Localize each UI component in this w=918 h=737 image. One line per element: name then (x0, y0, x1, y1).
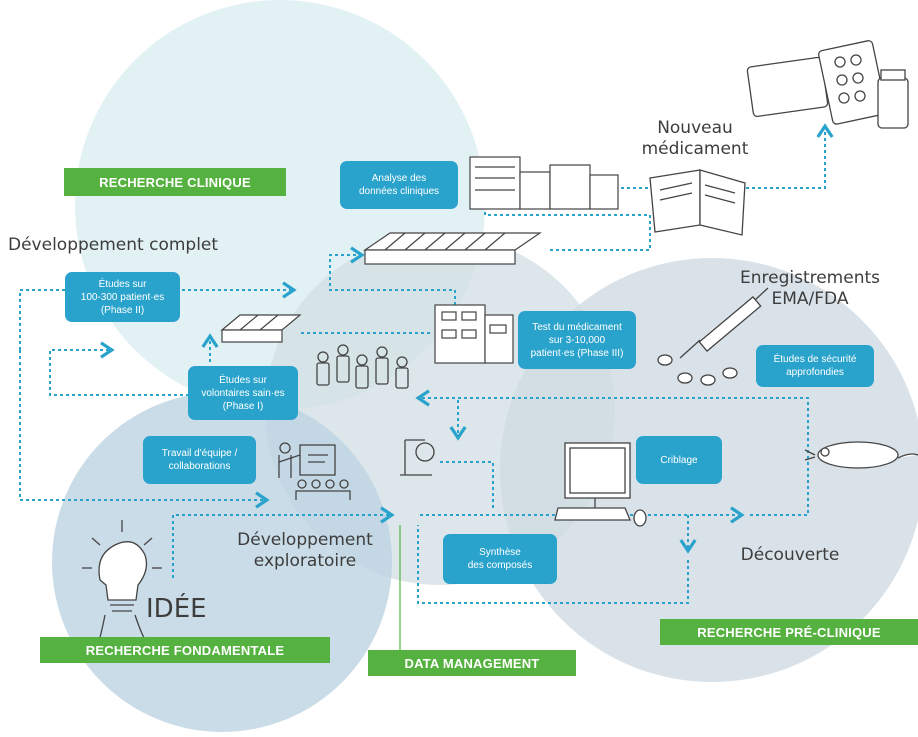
arrow-discovery-to-security (415, 389, 809, 516)
phase-2-box: Études sur 100-300 patient·es (Phase II) (65, 272, 180, 322)
arrow-phase3-up (329, 246, 456, 305)
idea-title: IDÉE (146, 594, 207, 624)
registrations-title: Enregistrements EMA/FDA (739, 268, 881, 309)
data-management-label: DATA MANAGEMENT (368, 650, 576, 676)
preclinical-research-label: RECHERCHE PRÉ-CLINIQUE (660, 619, 918, 645)
hospital-building-icon (469, 156, 619, 210)
full-development-title: Développement complet (8, 235, 219, 255)
open-book-icon (649, 169, 746, 236)
team-presentation-icon (278, 442, 351, 500)
teamwork-box: Travail d'équipe / collaborations (143, 436, 256, 484)
arrow-book-to-pills (740, 123, 834, 189)
safety-studies-box: Études de sécurité approfondies (756, 345, 874, 387)
clinical-data-analysis-box: Analyse des données cliniques (340, 161, 458, 209)
lab-mouse-icon (804, 441, 918, 469)
arrow-ward-to-analysis (484, 200, 651, 251)
clinical-research-label: RECHERCHE CLINIQUE (64, 168, 286, 196)
arrow-idea-to-exploratory (172, 506, 395, 578)
medication-pills-icon (746, 40, 909, 129)
laboratory-flask-icon (400, 439, 435, 476)
flow-arrows (19, 123, 834, 604)
clinic-building-icon (434, 304, 514, 364)
compound-synthesis-box: Synthèse des composés (443, 534, 557, 584)
lightbulb-icon (82, 520, 162, 656)
small-ward-icon (220, 314, 302, 343)
exploratory-development-title: Développement exploratoire (237, 530, 373, 571)
fundamental-research-label: RECHERCHE FONDAMENTALE (40, 637, 330, 663)
arrow-left-loop (19, 289, 265, 350)
volunteers-group-icon (316, 344, 409, 389)
phase-1-box: Études sur volontaires sain·es (Phase I) (188, 366, 298, 420)
hospital-ward-icon (363, 232, 542, 265)
new-drug-title: Nouveau médicament (641, 118, 749, 159)
screening-box: Criblage (636, 436, 722, 484)
discovery-title: Découverte (740, 545, 840, 565)
phase-3-box: Test du médicament sur 3-10,000 patient·… (518, 311, 636, 369)
arrow-bottom-left-loop (19, 350, 270, 509)
syringe-icon (657, 287, 769, 386)
computer-icon (554, 442, 647, 527)
